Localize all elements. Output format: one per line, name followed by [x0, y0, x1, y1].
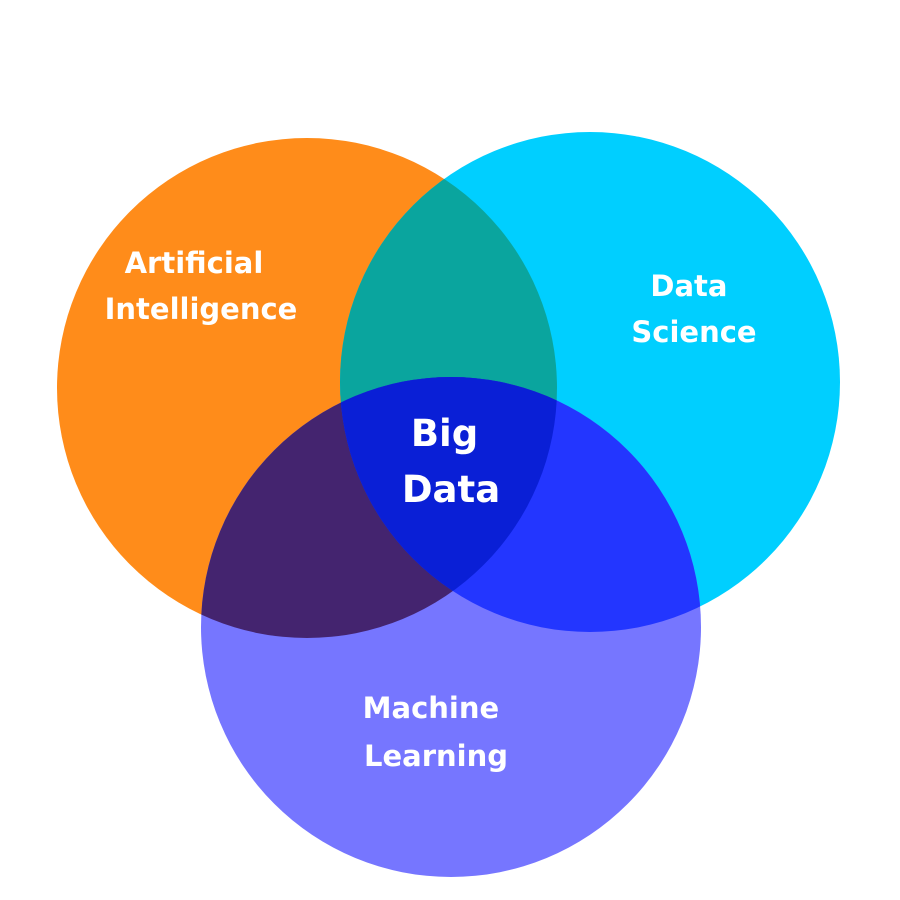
label-machine-learning: Machine Learning	[363, 691, 510, 773]
label-ai-line-2: Intelligence	[105, 292, 298, 326]
label-ds-line-2: Science	[631, 315, 756, 349]
label-ml-line-2: Learning	[364, 739, 508, 773]
label-center-line-2: Data	[402, 468, 500, 511]
label-big-data: Big Data	[402, 412, 500, 511]
label-ds-line-1: Data	[650, 269, 727, 303]
label-data-science: Data Science	[631, 269, 756, 349]
label-artificial-intelligence: Artificial Intelligence	[105, 246, 298, 326]
label-ai-line-1: Artificial	[125, 246, 264, 280]
label-center-line-1: Big	[411, 412, 478, 455]
label-ml-line-1: Machine	[363, 691, 500, 725]
